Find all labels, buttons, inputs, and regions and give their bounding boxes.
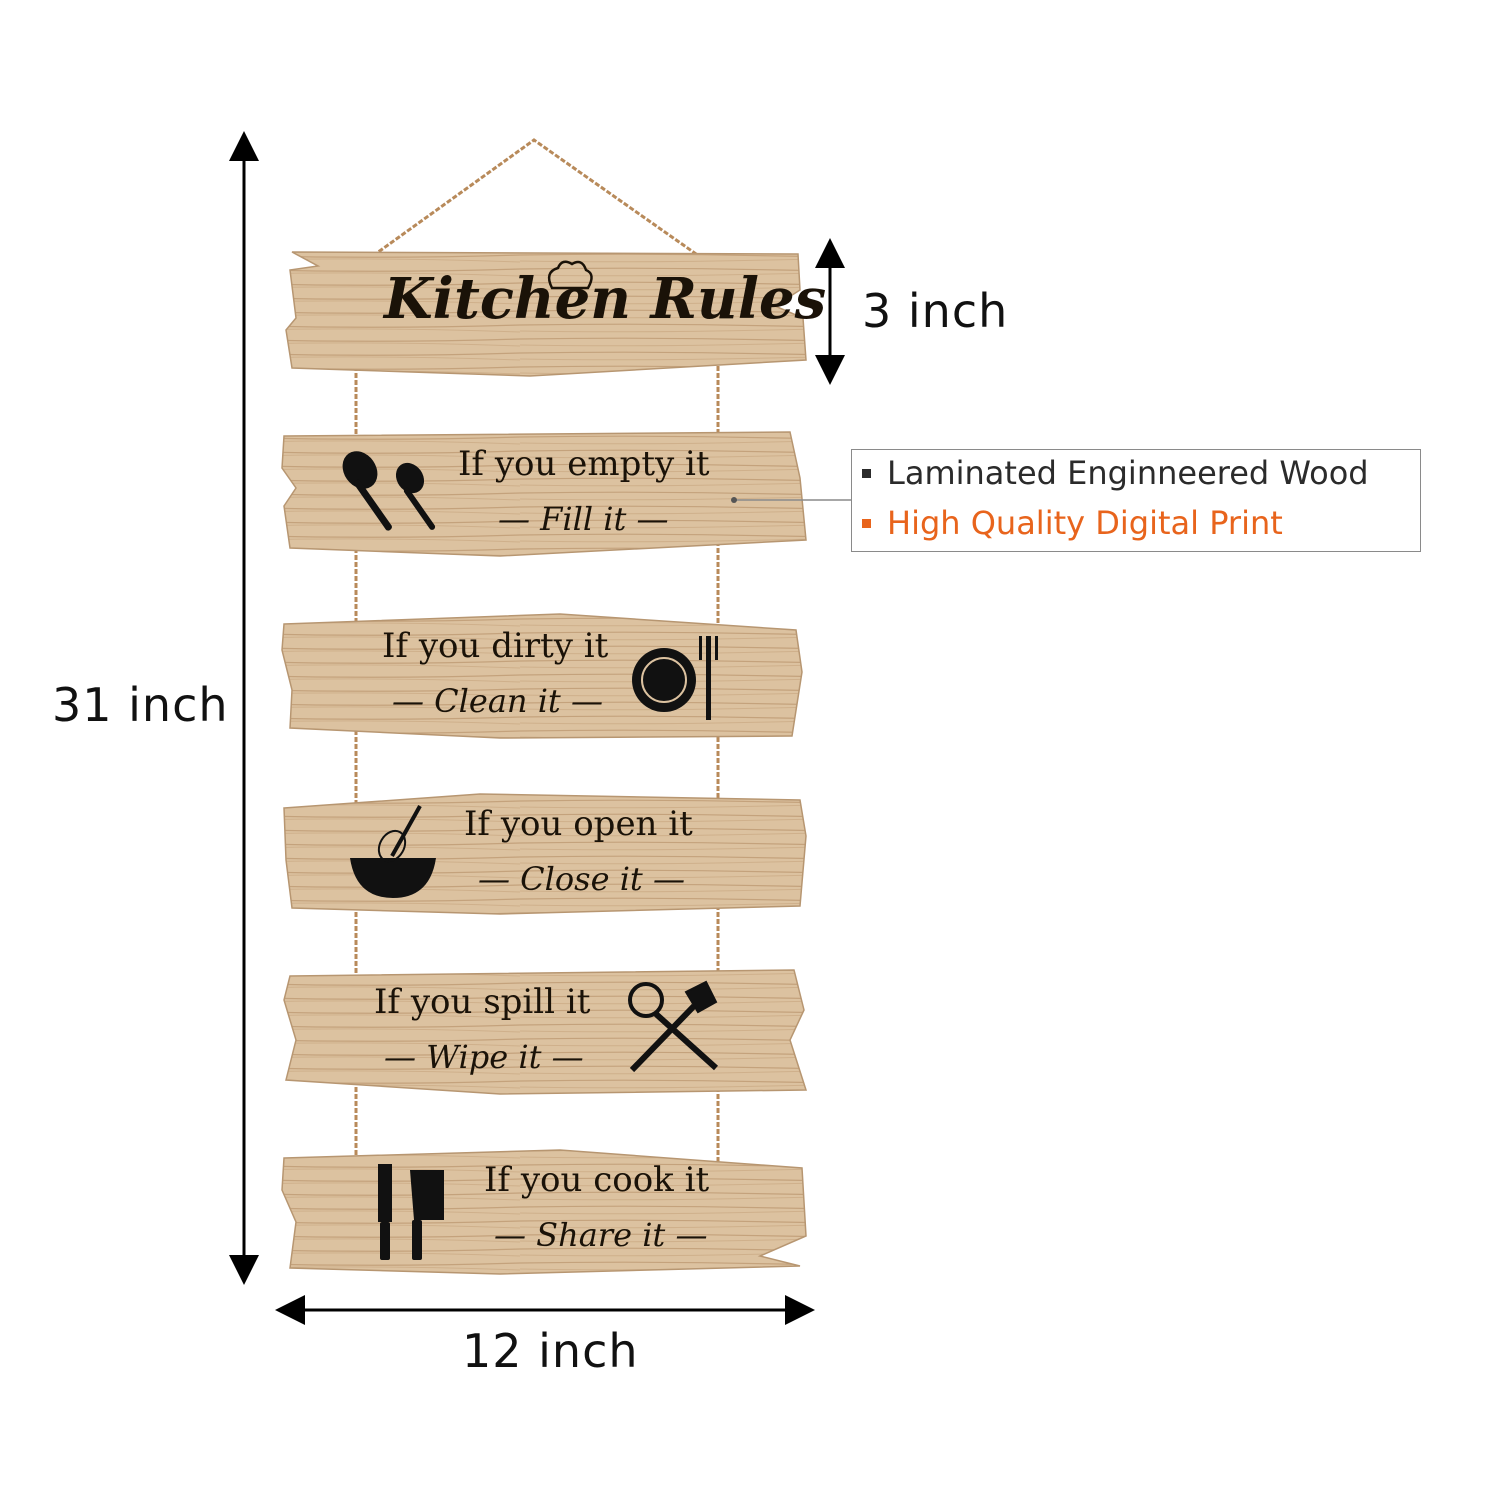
rule-1-line1: If you empty it bbox=[458, 444, 710, 484]
callout-dot bbox=[731, 497, 737, 503]
rule-5-line2: — Share it — bbox=[494, 1216, 708, 1254]
feature-item: High Quality Digital Print bbox=[862, 504, 1283, 542]
plank-1 bbox=[281, 431, 807, 557]
plank-title bbox=[285, 251, 807, 377]
sign-title: Kitchen Rules bbox=[384, 266, 827, 332]
whisk-bowl-icon bbox=[350, 805, 436, 898]
chef-hat-icon bbox=[547, 260, 593, 290]
feature-text: High Quality Digital Print bbox=[887, 504, 1283, 542]
plate-fork-icon bbox=[632, 636, 718, 720]
spoons-icon bbox=[342, 451, 436, 531]
width-label: 12 inch bbox=[462, 1324, 639, 1378]
board-height-label: 3 inch bbox=[862, 284, 1009, 338]
feature-text: Laminated Enginneered Wood bbox=[887, 454, 1369, 492]
rule-4-line1: If you spill it bbox=[374, 982, 591, 1022]
bullet-icon bbox=[862, 468, 871, 478]
feature-callout-box: Laminated Enginneered Wood High Quality … bbox=[851, 449, 1421, 552]
bullet-icon bbox=[862, 518, 871, 528]
feature-item: Laminated Enginneered Wood bbox=[862, 454, 1369, 492]
rule-2-line2: — Clean it — bbox=[392, 682, 603, 720]
height-label: 31 inch bbox=[52, 678, 229, 732]
rule-5-line1: If you cook it bbox=[484, 1160, 710, 1200]
knives-icon bbox=[378, 1164, 444, 1260]
plank-4 bbox=[283, 969, 808, 1095]
spatula-icon bbox=[628, 980, 719, 1073]
rule-3-line2: — Close it — bbox=[478, 860, 685, 898]
rule-4-line2: — Wipe it — bbox=[384, 1038, 584, 1076]
rule-2-line1: If you dirty it bbox=[382, 626, 609, 666]
rule-3-line1: If you open it bbox=[464, 804, 693, 844]
rule-1-line2: — Fill it — bbox=[498, 500, 669, 538]
